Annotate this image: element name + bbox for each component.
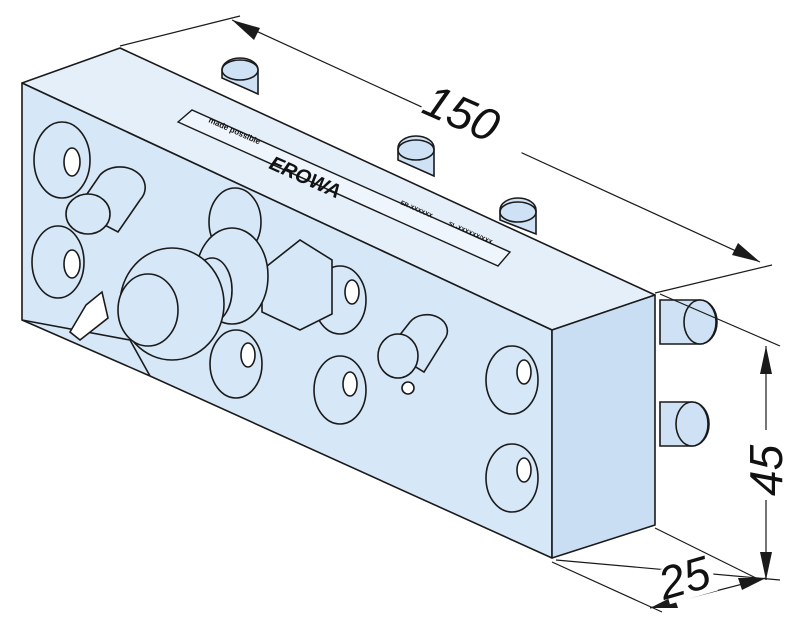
- nameplate-outline: [176, 109, 512, 267]
- front-pins: [65, 166, 449, 395]
- rear-pins: [221, 57, 537, 236]
- front-holes: [31, 121, 539, 513]
- hole: [33, 121, 91, 199]
- arrow: [760, 346, 772, 374]
- hole: [313, 355, 367, 425]
- bottom-chamfer: [21, 319, 151, 377]
- hole: [209, 329, 263, 399]
- dimension-arrows: [232, 20, 772, 608]
- arrow: [732, 243, 760, 262]
- arrow: [738, 578, 766, 590]
- central-spigot: [117, 227, 333, 361]
- dimension-height: 45: [740, 444, 792, 496]
- end-face: [551, 294, 656, 559]
- arrow: [760, 552, 772, 580]
- spigot-hex: [261, 239, 333, 331]
- hole: [485, 443, 539, 513]
- hole: [485, 345, 539, 415]
- side-pins: [659, 299, 718, 447]
- dimension-width: 25: [651, 545, 716, 609]
- arrow: [232, 20, 260, 40]
- edge-notch: [68, 290, 109, 342]
- hole: [31, 225, 85, 299]
